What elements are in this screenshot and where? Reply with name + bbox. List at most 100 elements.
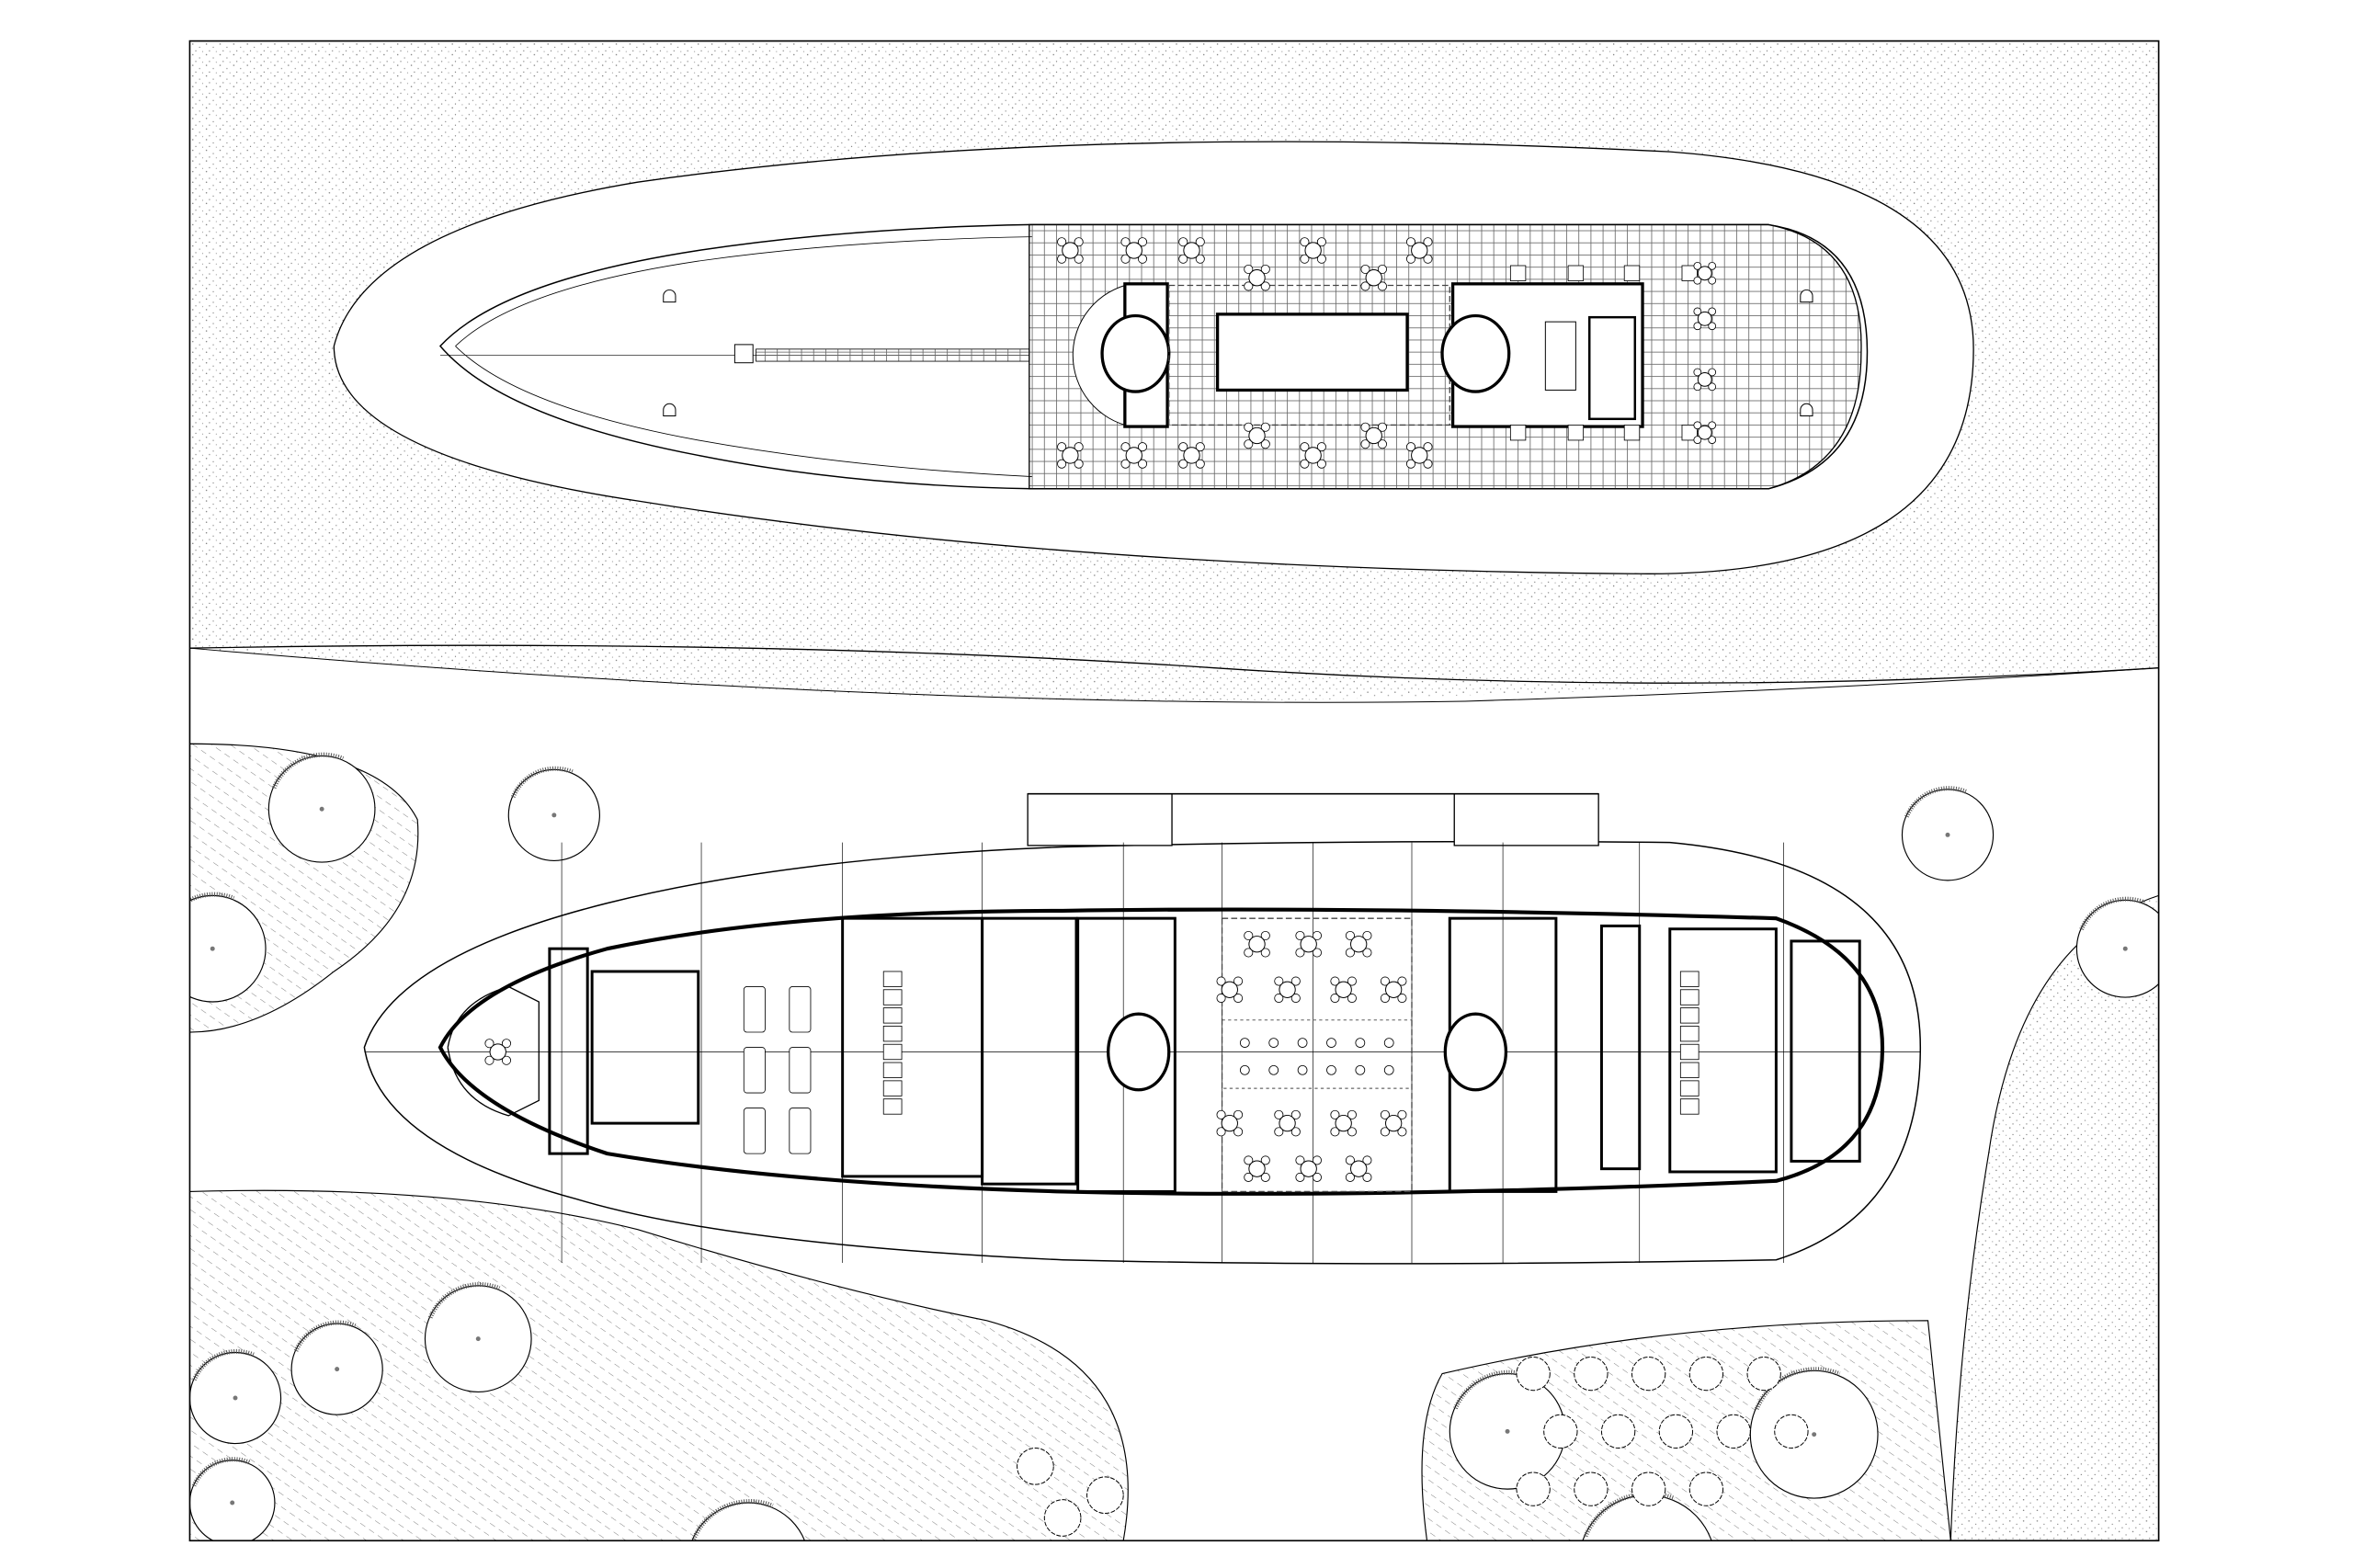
spiral-stair-right	[1440, 313, 1511, 393]
path-edge-top	[189, 644, 2159, 684]
table-with-chairs	[1380, 976, 1407, 1004]
table-with-chairs	[1120, 237, 1148, 264]
table	[1279, 1114, 1296, 1132]
reception-lobby	[447, 985, 540, 1117]
table-with-chairs	[1274, 976, 1301, 1004]
chair	[1216, 976, 1226, 986]
table-with-chairs	[1693, 261, 1717, 285]
tree-shade	[1583, 1491, 1676, 1538]
square-table	[1623, 265, 1641, 281]
chair	[1708, 382, 1717, 392]
chair	[1347, 1127, 1357, 1137]
table-with-chairs	[1330, 976, 1357, 1004]
tree-trunk	[319, 806, 324, 812]
chair	[1405, 237, 1416, 247]
stair-right	[1588, 315, 1637, 421]
chair	[1693, 421, 1702, 430]
table	[1125, 447, 1142, 464]
chair	[1708, 421, 1717, 430]
lower-left-planting	[189, 1189, 1129, 1541]
shrub	[1716, 1414, 1751, 1449]
chair	[1260, 264, 1270, 275]
rooms	[447, 916, 1861, 1193]
desk	[789, 1108, 812, 1154]
chair	[1330, 1109, 1340, 1119]
lower-floor-plan	[363, 792, 1922, 1265]
table	[1697, 266, 1712, 281]
chair	[1244, 930, 1254, 941]
chair	[1377, 439, 1387, 449]
table-with-chairs	[1693, 368, 1717, 392]
table	[1304, 447, 1322, 464]
chair	[1074, 459, 1084, 469]
table	[1697, 311, 1712, 326]
table	[1697, 425, 1712, 440]
table-with-chairs	[1405, 237, 1433, 264]
tree	[691, 1502, 806, 1541]
chair	[1345, 1172, 1355, 1182]
chair	[1693, 368, 1702, 377]
table-with-chairs	[1360, 264, 1387, 291]
chair	[1380, 1127, 1390, 1137]
chair	[1074, 254, 1084, 264]
table	[1350, 1160, 1368, 1177]
chair	[1362, 1155, 1372, 1165]
table	[1350, 936, 1368, 953]
table-with-chairs	[1300, 237, 1326, 264]
chair	[1178, 459, 1188, 469]
toilet-cubicle	[1679, 1007, 1699, 1024]
lower-right-stipple	[1949, 894, 2159, 1541]
stool	[1383, 1064, 1394, 1075]
bollard	[1800, 289, 1813, 303]
chair	[1244, 948, 1254, 958]
toilet-cubicle	[882, 1007, 903, 1024]
shrub	[1516, 1471, 1551, 1506]
shrub	[1086, 1476, 1124, 1515]
chair	[1290, 993, 1301, 1004]
tree-trunk	[475, 1336, 481, 1342]
tree-shade	[271, 752, 345, 790]
chair	[1316, 442, 1326, 452]
chair	[1300, 459, 1310, 469]
stool	[1239, 1038, 1250, 1048]
tree-trunk	[1505, 1428, 1510, 1434]
tree-shade	[427, 1282, 501, 1319]
tree-trunk	[746, 1562, 751, 1566]
toilet-cubicle	[1679, 1080, 1699, 1096]
chair	[1312, 1172, 1322, 1182]
path-edge-bottom	[189, 647, 2159, 703]
chair	[1244, 281, 1254, 291]
chair	[1405, 459, 1416, 469]
chair	[1244, 439, 1254, 449]
desk	[789, 986, 812, 1033]
chair	[1295, 930, 1305, 941]
stool	[1355, 1038, 1366, 1048]
chair	[1693, 436, 1702, 444]
table	[1248, 426, 1266, 445]
table	[1300, 1160, 1317, 1177]
shrub	[1017, 1448, 1054, 1485]
chair	[1708, 261, 1717, 270]
chair	[1360, 281, 1370, 291]
chair	[1233, 976, 1244, 986]
chair	[1347, 993, 1357, 1004]
square-table	[1509, 265, 1527, 281]
chair	[1260, 1155, 1270, 1165]
table	[489, 1043, 506, 1061]
chair	[501, 1039, 512, 1049]
chair	[1244, 1155, 1254, 1165]
stool	[1383, 1038, 1394, 1048]
toilet-cubicle	[882, 1062, 903, 1078]
chair	[1074, 237, 1084, 247]
atrium-void	[1215, 312, 1409, 392]
table-with-chairs	[1057, 237, 1084, 264]
table-with-chairs	[484, 1039, 512, 1065]
chair	[1195, 459, 1205, 469]
stool	[1355, 1064, 1366, 1075]
tree-shade	[691, 1499, 774, 1540]
chair	[1345, 930, 1355, 941]
table	[1183, 242, 1200, 259]
chair	[1120, 442, 1131, 452]
stool	[1297, 1064, 1308, 1075]
canopy-left	[1027, 793, 1173, 846]
